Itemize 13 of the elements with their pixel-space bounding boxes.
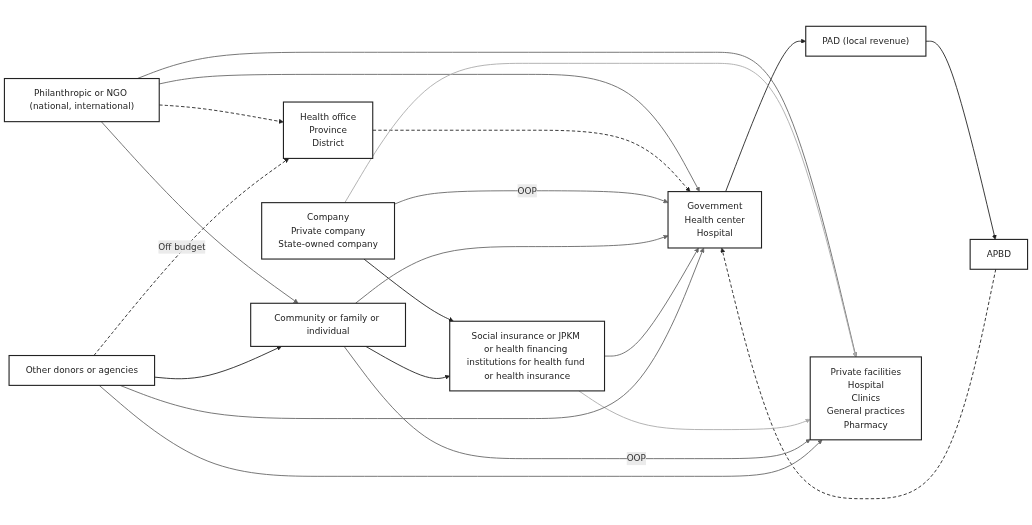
node-box: Company Private company State-owned company — [261, 202, 396, 260]
node-box: Philanthropic or NGO (national, international) — [3, 77, 160, 123]
edge-label: Off budget — [158, 241, 206, 252]
edge-label: OOP — [517, 185, 537, 196]
edge-label: OOP — [626, 453, 646, 464]
node-box: Government Health center Hospital — [667, 191, 763, 249]
node-box: Community or family or individual — [250, 302, 407, 347]
node-box: Other donors or agencies — [8, 354, 156, 386]
node-box: Health office Province District — [282, 101, 374, 159]
node-box: Private facilities Hospital Clinics General practices Pharmacy — [809, 356, 922, 441]
node-box: PAD (local revenue) — [805, 25, 927, 57]
node-box: APBD — [969, 238, 1029, 270]
node-box: Social insurance or JPKM or health financing institutions for health fund or health insurance — [449, 320, 606, 392]
